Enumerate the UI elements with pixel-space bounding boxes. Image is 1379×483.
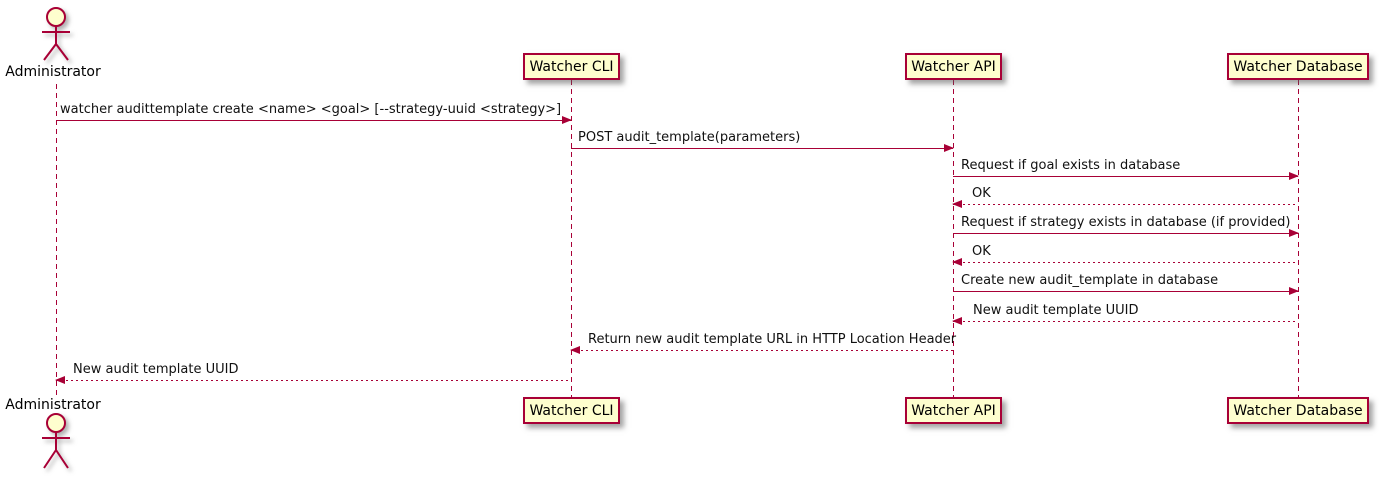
actor-label-top: Administrator bbox=[5, 64, 101, 80]
lifeline-watcher-cli bbox=[571, 80, 572, 397]
actor-icon bbox=[42, 413, 70, 469]
message-label: Request if strategy exists in database (… bbox=[961, 215, 1291, 230]
participant-watcher-api-top: Watcher API bbox=[905, 53, 1002, 80]
participant-watcher-database-top: Watcher Database bbox=[1227, 53, 1369, 80]
message-line bbox=[571, 350, 953, 351]
participant-label: Watcher Database bbox=[1233, 58, 1363, 75]
arrowhead bbox=[952, 258, 962, 266]
arrowhead bbox=[944, 144, 954, 152]
message-label: OK bbox=[972, 186, 991, 201]
actor-label-bottom: Administrator bbox=[5, 397, 101, 413]
participant-label: Watcher API bbox=[911, 402, 996, 419]
lifeline-watcher-api bbox=[953, 80, 954, 397]
message-line bbox=[56, 380, 571, 381]
message-line bbox=[953, 321, 1298, 322]
arrowhead bbox=[1289, 172, 1299, 180]
lifeline-administrator bbox=[56, 84, 57, 397]
participant-label: Watcher Database bbox=[1233, 402, 1363, 419]
message-line bbox=[953, 204, 1298, 205]
message-label: watcher audittemplate create <name> <goa… bbox=[60, 102, 562, 117]
participant-label: Watcher CLI bbox=[529, 58, 614, 75]
message-line bbox=[56, 120, 571, 121]
message-label: New audit template UUID bbox=[73, 362, 239, 377]
message-line bbox=[953, 176, 1298, 177]
participant-watcher-cli-top: Watcher CLI bbox=[523, 53, 620, 80]
actor-icon bbox=[42, 7, 70, 61]
message-label: Request if goal exists in database bbox=[961, 158, 1181, 173]
message-line bbox=[953, 233, 1298, 234]
arrowhead bbox=[1289, 287, 1299, 295]
participant-watcher-database-bottom: Watcher Database bbox=[1227, 397, 1369, 424]
message-line bbox=[953, 262, 1298, 263]
arrowhead bbox=[952, 200, 962, 208]
lifeline-watcher-database bbox=[1298, 80, 1299, 397]
arrowhead bbox=[570, 346, 580, 354]
participant-watcher-api-bottom: Watcher API bbox=[905, 397, 1002, 424]
arrowhead bbox=[55, 376, 65, 384]
message-line bbox=[571, 148, 953, 149]
message-label: Create new audit_template in database bbox=[961, 273, 1219, 288]
participant-label: Watcher API bbox=[911, 58, 996, 75]
participant-watcher-cli-bottom: Watcher CLI bbox=[523, 397, 620, 424]
message-label: POST audit_template(parameters) bbox=[578, 130, 801, 145]
participant-label: Watcher CLI bbox=[529, 402, 614, 419]
arrowhead bbox=[1289, 229, 1299, 237]
message-label: OK bbox=[972, 244, 991, 259]
message-line bbox=[953, 291, 1298, 292]
message-label: New audit template UUID bbox=[973, 303, 1139, 318]
message-label: Return new audit template URL in HTTP Lo… bbox=[588, 332, 957, 347]
arrowhead bbox=[562, 116, 572, 124]
arrowhead bbox=[952, 317, 962, 325]
